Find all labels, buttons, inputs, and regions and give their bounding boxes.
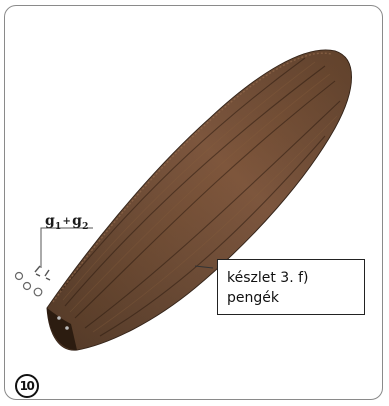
hardware-label-g1: g [45, 213, 55, 229]
hardware-label-g2: g [72, 213, 82, 229]
part-callout-box: készlet 3. f) pengék [217, 259, 365, 315]
hardware-label-sub2: 2 [82, 222, 88, 232]
hardware-label-plus: + [61, 216, 72, 227]
callout-line-1: készlet 3. f) [227, 268, 354, 288]
callout-line-2: pengék [227, 288, 354, 308]
screws-washers [16, 266, 51, 296]
blade-illustration [5, 6, 383, 400]
step-number-badge: 10 [15, 374, 39, 398]
hardware-label: g1+g2 [45, 213, 89, 235]
step-frame: g1+g2 készlet 3. f) pengék 10 [4, 5, 383, 400]
